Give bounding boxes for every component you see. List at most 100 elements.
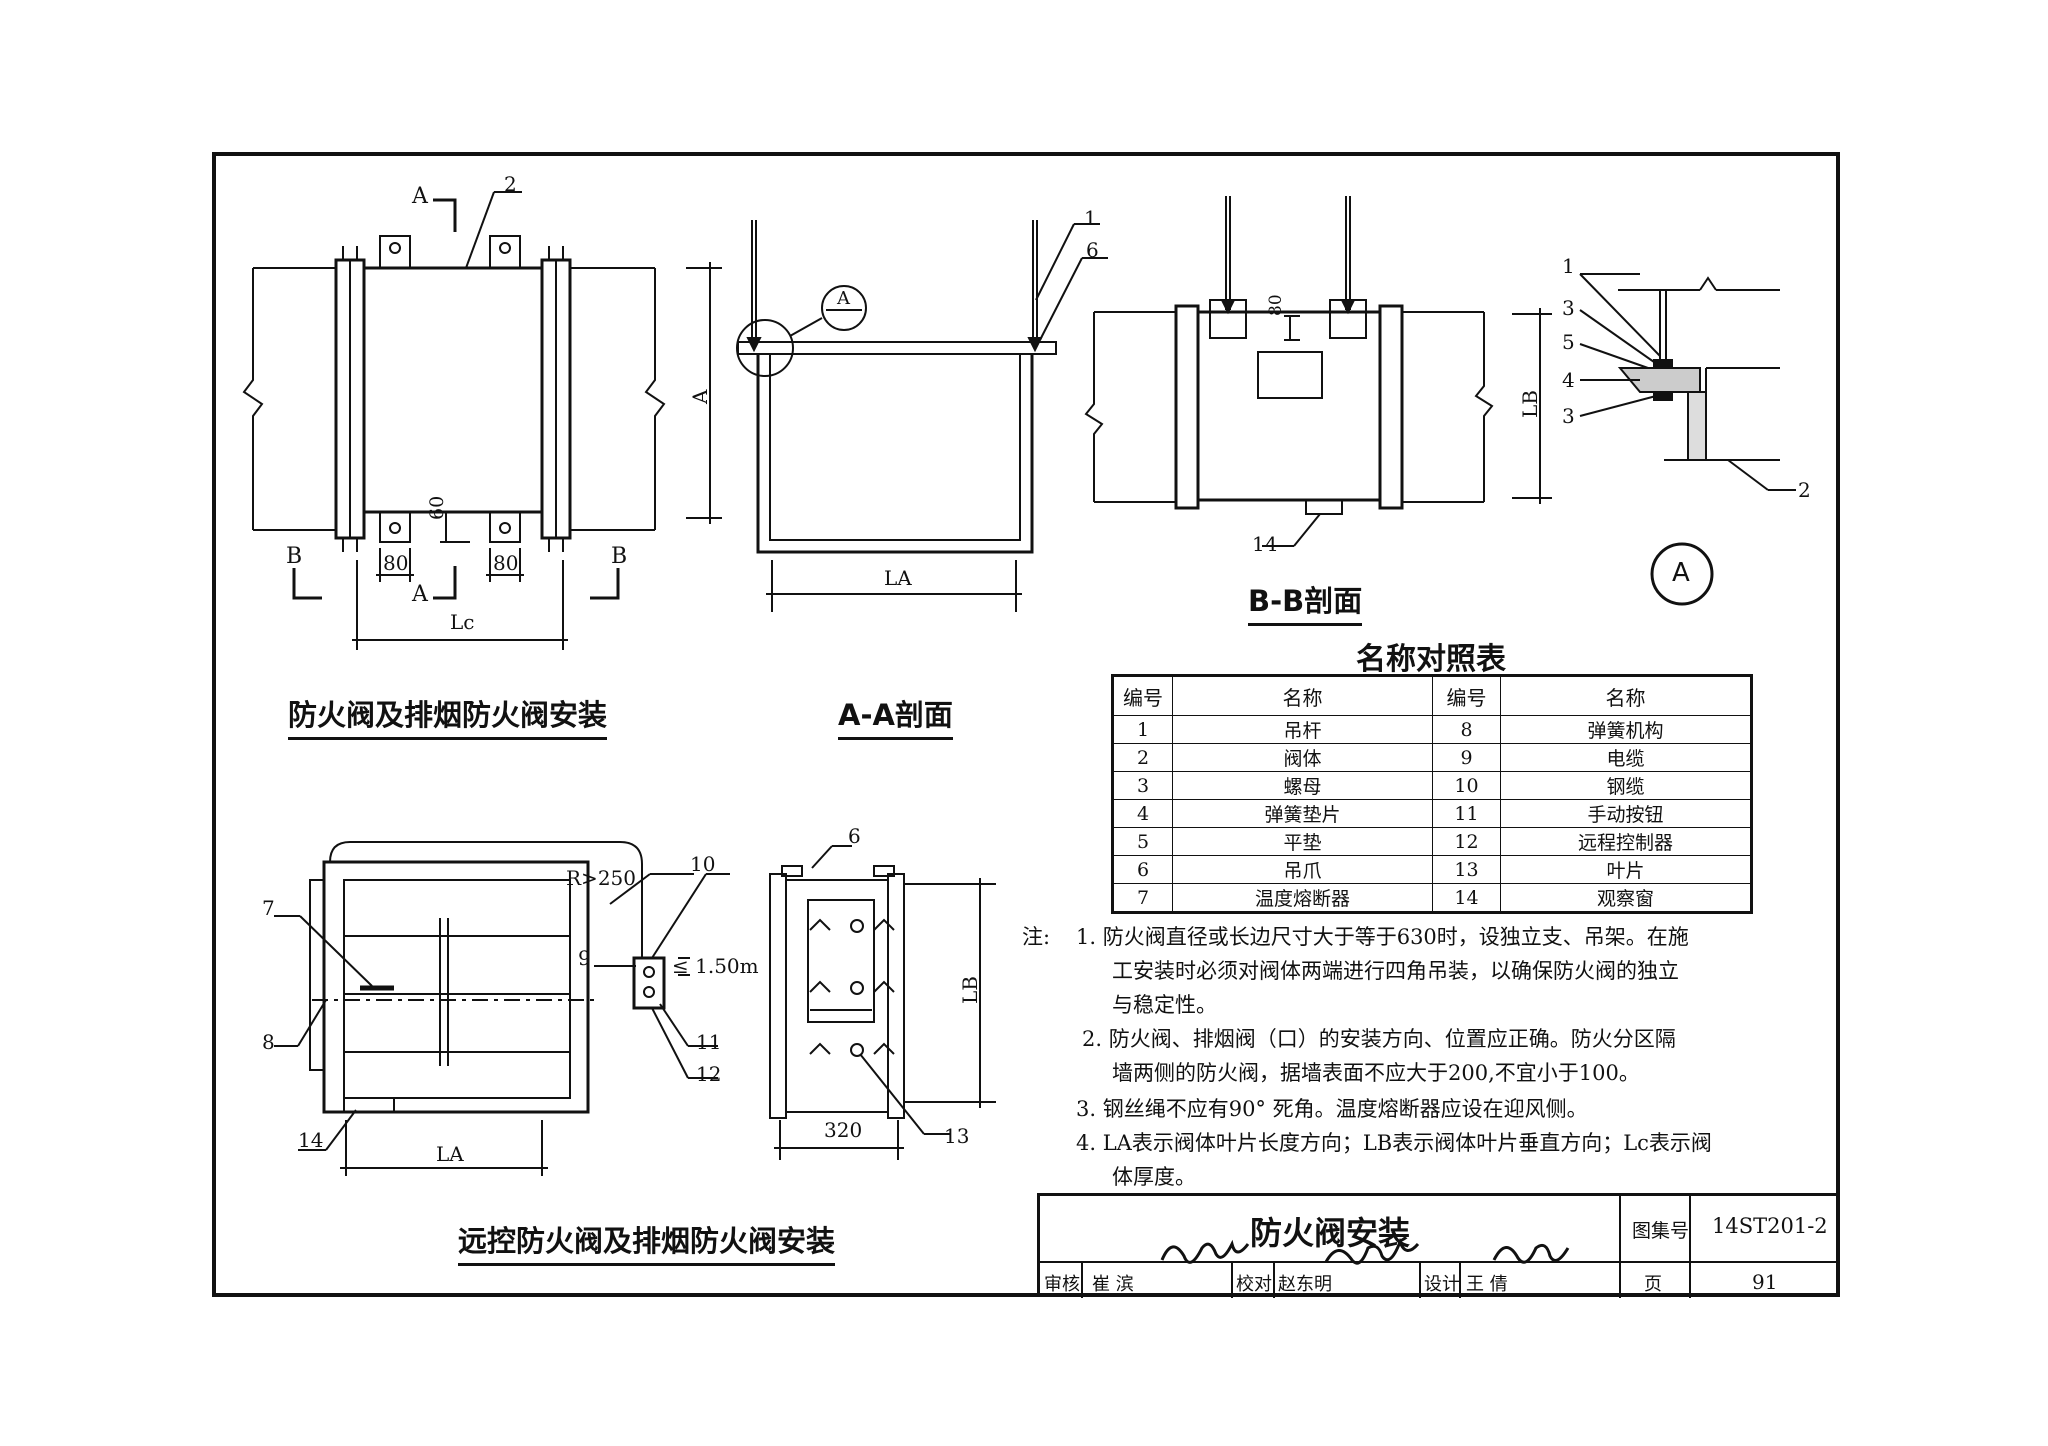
note-line: 墙两侧的防火阀，据墙表面不应大于200,不宜小于100。: [1112, 1061, 1640, 1085]
cell: 叶片: [1500, 855, 1752, 884]
callout-5-detail: 5: [1562, 330, 1575, 354]
page-label: 页: [1644, 1274, 1662, 1295]
checker-name: 赵东明: [1278, 1274, 1332, 1295]
atlas-label: 图集号: [1632, 1220, 1690, 1242]
callout-1-aa: 1: [1084, 206, 1097, 230]
view-bb-section: [1084, 196, 1552, 547]
cell: 11: [1432, 799, 1501, 828]
dim-la-remote: LA: [436, 1142, 464, 1166]
callout-12: 12: [696, 1062, 722, 1086]
view-aa-section: [736, 220, 1108, 612]
dim-60: 60: [426, 495, 448, 520]
reviewer-name: 崔 滨: [1092, 1274, 1134, 1295]
label-section-b-right: B: [611, 544, 628, 569]
cell: 电缆: [1500, 743, 1752, 772]
callout-10: 10: [690, 852, 716, 876]
dim-lb-bb: LB: [1518, 390, 1542, 418]
sheet-border: [212, 152, 1840, 1297]
detail-a-label-circle: [1650, 542, 1714, 606]
header-cell: 名称: [1172, 675, 1433, 716]
dim-80-bb: 80: [1266, 294, 1286, 316]
atlas-number: 14ST201-2: [1712, 1214, 1828, 1238]
caption-remote: 远控防火阀及排烟防火阀安装: [458, 1218, 836, 1266]
callout-14-bb: 14: [1252, 532, 1278, 556]
detail-a-circle-label: A: [837, 288, 850, 309]
note-line: 3. 钢丝绳不应有90° 死角。温度熔断器应设在迎风侧。: [1076, 1097, 1588, 1121]
view-detail-a: [1579, 273, 1796, 606]
dim-lc: Lc: [450, 610, 475, 634]
page-number: 91: [1752, 1270, 1778, 1294]
label-section-b-left: B: [286, 544, 303, 569]
cell: 2: [1112, 743, 1173, 772]
review-label: 审核: [1044, 1274, 1080, 1295]
cell: 5: [1112, 827, 1173, 856]
cell: 观察窗: [1500, 883, 1752, 913]
cell: 7: [1112, 883, 1173, 913]
callout-2-detail: 2: [1798, 478, 1811, 502]
height-note: ≤ 1.50m: [672, 954, 759, 978]
cell: 吊杆: [1172, 715, 1433, 744]
dim-80-left: 80: [383, 551, 409, 575]
radius-label: R>250: [566, 866, 636, 890]
note-line: 体厚度。: [1112, 1165, 1196, 1189]
title-block-title: 防火阀安装: [1250, 1214, 1411, 1252]
caption-aa: A-A剖面: [838, 692, 953, 740]
note-line: 1. 防火阀直径或长边尺寸大于等于630时，设独立支、吊架。在施: [1076, 925, 1689, 949]
callout-2-main: 2: [504, 172, 517, 196]
note-line: 工安装时必须对阀体两端进行四角吊装，以确保防火阀的独立: [1112, 959, 1679, 983]
note-line: 4. LA表示阀体叶片长度方向；LB表示阀体叶片垂直方向；Lc表示阀: [1076, 1131, 1712, 1155]
designer-name: 王 倩: [1466, 1274, 1508, 1295]
view-blade-side: [769, 845, 996, 1160]
callout-3-detail-top: 3: [1562, 296, 1575, 320]
cell: 1: [1112, 715, 1173, 744]
cell: 3: [1112, 771, 1173, 800]
callout-6-aa: 6: [1086, 238, 1099, 262]
callout-3-detail-bottom: 3: [1562, 404, 1575, 428]
check-label: 校对: [1236, 1274, 1272, 1295]
cell: 平垫: [1172, 827, 1433, 856]
callout-9: 9: [578, 946, 591, 970]
cell: 钢缆: [1500, 771, 1752, 800]
notes-label: 注:: [1022, 925, 1051, 949]
dim-lb-side: LB: [958, 976, 982, 1004]
design-label: 设计: [1424, 1274, 1460, 1295]
view-remote-damper: [274, 841, 730, 1176]
callout-4-detail: 4: [1562, 368, 1575, 392]
cell: 9: [1432, 743, 1501, 772]
cell: 14: [1432, 883, 1501, 913]
label-section-a-top: A: [412, 184, 428, 209]
callout-1-detail: 1: [1562, 254, 1575, 278]
detail-a-title: A: [1672, 558, 1690, 588]
callout-7: 7: [262, 896, 275, 920]
cell: 吊爪: [1172, 855, 1433, 884]
callout-14-remote: 14: [298, 1128, 324, 1152]
dim-320: 320: [824, 1118, 863, 1142]
cell: 弹簧垫片: [1172, 799, 1433, 828]
view-main-damper: [242, 191, 722, 650]
name-table-title: 名称对照表: [1356, 642, 1506, 677]
dim-80-right: 80: [493, 551, 519, 575]
label-section-a-bottom: A: [412, 582, 428, 607]
caption-main: 防火阀及排烟防火阀安装: [288, 692, 608, 740]
header-cell: 编号: [1432, 675, 1501, 716]
cell: 4: [1112, 799, 1173, 828]
note-line: 与稳定性。: [1112, 993, 1217, 1017]
header-cell: 编号: [1112, 675, 1173, 716]
callout-8: 8: [262, 1030, 275, 1054]
cell: 12: [1432, 827, 1501, 856]
cell: 10: [1432, 771, 1501, 800]
header-cell: 名称: [1500, 675, 1752, 716]
cell: 螺母: [1172, 771, 1433, 800]
note-line: 2. 防火阀、排烟阀（口）的安装方向、位置应正确。防火分区隔: [1082, 1027, 1676, 1051]
cell: 手动按钮: [1500, 799, 1752, 828]
cell: 阀体: [1172, 743, 1433, 772]
cell: 温度熔断器: [1172, 883, 1433, 913]
signatures: [1160, 1237, 1570, 1265]
